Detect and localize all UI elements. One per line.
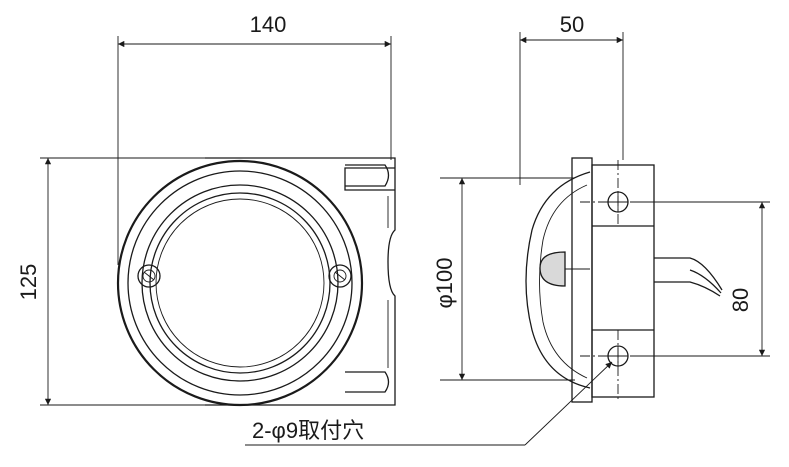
callout-leader (524, 361, 613, 446)
dimension-lines (40, 32, 770, 446)
screw-right (328, 264, 352, 288)
side-lens-inner (539, 184, 588, 379)
side-cable (654, 257, 723, 297)
mounting-holes-callout: 2-φ9取付穴 (252, 418, 364, 443)
bezel-ring-inner-edge (127, 170, 353, 396)
front-lower-slot (345, 371, 390, 393)
lens-face (155, 198, 325, 368)
lens-rim-inner (149, 192, 331, 374)
dim-label-125: 125 (16, 264, 41, 301)
front-view (116, 157, 396, 407)
dim-label-80: 80 (728, 288, 753, 312)
lens-rim-ring (141, 184, 339, 382)
dim-label-phi100: φ100 (432, 258, 457, 309)
side-body (591, 164, 655, 398)
screw-left (137, 264, 161, 288)
dim-label-50: 50 (560, 12, 584, 37)
side-bulb (539, 251, 566, 287)
side-flange (571, 157, 593, 403)
side-lens-dome (525, 171, 591, 389)
side-view (525, 157, 723, 403)
front-upper-slot (345, 164, 390, 187)
outer-bezel-ring (116, 159, 364, 407)
dim-label-140: 140 (250, 12, 287, 37)
front-housing-outline (205, 157, 396, 406)
